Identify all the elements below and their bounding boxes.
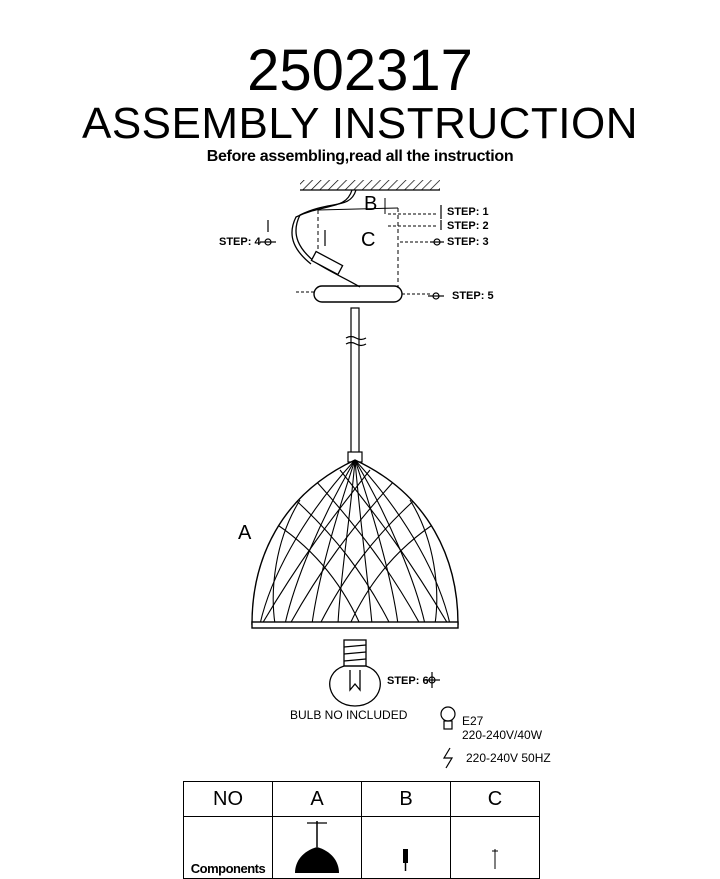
supply-spec: 220-240V 50HZ — [466, 751, 551, 765]
step-5-label: STEP: 5 — [452, 290, 494, 302]
step-1-label: STEP: 1 — [447, 206, 489, 218]
part-label-b: B — [364, 193, 378, 215]
bracket-part-b — [384, 198, 438, 243]
bulb-socket-spec: E27 — [462, 714, 484, 728]
screw-icon — [260, 205, 444, 688]
bulb-power-spec: 220-240V/40W — [462, 728, 543, 742]
socket-icon — [440, 706, 456, 730]
bulb-icon — [329, 639, 381, 707]
step-6-label: STEP: 6 — [387, 675, 429, 687]
document-title: ASSEMBLY INSTRUCTION — [81, 99, 639, 148]
header-c: C — [450, 781, 540, 817]
bolt-thumbnail-icon — [492, 849, 498, 869]
model-number: 2502317 — [247, 38, 473, 103]
step-3-label: STEP: 3 — [447, 236, 489, 248]
document-subtitle: Before assembling,read all the instructi… — [206, 148, 514, 165]
header-b: B — [361, 781, 451, 817]
shade-thumbnail-icon — [295, 821, 339, 873]
component-c-cell — [450, 816, 540, 879]
assembly-diagram — [251, 180, 459, 769]
wire-connector-icon — [291, 189, 361, 288]
components-label-cell: Components — [183, 816, 273, 879]
part-label-c: C — [361, 229, 376, 251]
component-b-cell — [361, 816, 451, 879]
components-label: Components — [190, 861, 266, 876]
header-no: NO — [183, 781, 273, 817]
step-4-label: STEP: 4 — [219, 236, 261, 248]
screw-thumbnail-icon — [403, 849, 408, 871]
bulb-note: BULB NO INCLUDED — [290, 708, 408, 722]
voltage-icon — [442, 747, 454, 769]
header-a: A — [272, 781, 362, 817]
step-2-label: STEP: 2 — [447, 220, 489, 232]
ceiling-icon — [300, 180, 440, 191]
lamp-shade-part-a — [251, 459, 459, 629]
component-a-cell — [272, 816, 362, 879]
parts-table: NO A B C Components — [183, 781, 540, 879]
part-label-a: A — [238, 522, 252, 544]
suspension-rod — [345, 307, 367, 463]
